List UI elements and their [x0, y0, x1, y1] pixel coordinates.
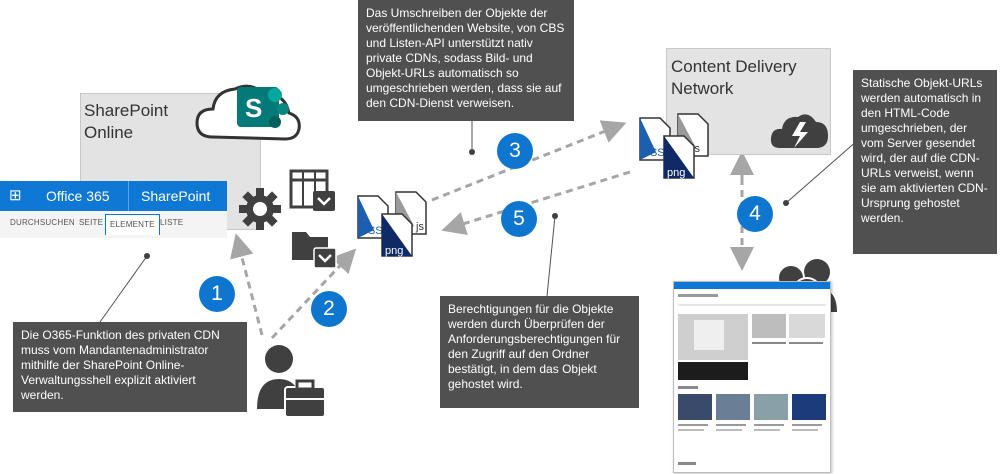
step-2-badge: 2 [311, 291, 347, 327]
app-launcher-icon[interactable]: ⊞ [9, 187, 22, 204]
svg-text:png: png [667, 167, 685, 179]
svg-text:S: S [245, 93, 262, 123]
tab-elemente[interactable]: ELEMENTE [105, 214, 160, 235]
png-label: png [385, 245, 403, 257]
tab-durchsuchen[interactable]: DURCHSUCHEN [10, 218, 75, 227]
step-1-badge: 1 [199, 276, 235, 312]
arrow-step-2 [270, 248, 357, 340]
asset-files-icon: CSS js png [357, 191, 427, 257]
callout-static-urls: Statische Objekt-URLs werden automatisch… [853, 70, 997, 254]
css-label: CSS [360, 225, 383, 237]
ribbon-tabs: DURCHSUCHEN SEITE ELEMENTE LISTE [0, 211, 227, 238]
tab-liste[interactable]: LISTE [160, 218, 184, 227]
cdn-title: Content Delivery Network [671, 57, 797, 98]
sharepoint-link[interactable]: SharePoint [141, 188, 211, 204]
arrow-step-5 [441, 170, 631, 236]
site-preview-thumbnail [673, 281, 831, 473]
office365-link[interactable]: Office 365 [46, 188, 110, 204]
step-5-badge: 5 [501, 201, 537, 237]
js-label: js [415, 221, 424, 233]
callout-permissions: Berechtigungen für die Objekte werden du… [440, 296, 639, 408]
folder-icon [292, 232, 337, 269]
callout-rewrite: Das Umschreiben der Objekte der veröffen… [358, 0, 574, 121]
sharepoint-cloud-icon: S [195, 84, 301, 141]
admin-user-icon [257, 345, 326, 418]
step-4-badge: 4 [737, 196, 773, 232]
svg-text:js: js [691, 143, 700, 155]
callout-tenant-admin: Die O365-Funktion des privaten CDN muss … [13, 322, 247, 412]
office365-navbar: ⊞ Office 365 SharePoint [0, 181, 227, 211]
sharepoint-online-title: SharePoint Online [84, 101, 169, 142]
gear-icon [239, 188, 281, 230]
cloud-lightning-icon [770, 114, 828, 148]
tab-seite[interactable]: SEITE [79, 218, 104, 227]
svg-text:CSS: CSS [642, 147, 665, 159]
cdn-asset-files-icon: CSS js png [639, 113, 709, 179]
step-3-badge: 3 [497, 133, 533, 169]
arrow-step-1 [230, 233, 264, 336]
list-icon [289, 169, 335, 211]
